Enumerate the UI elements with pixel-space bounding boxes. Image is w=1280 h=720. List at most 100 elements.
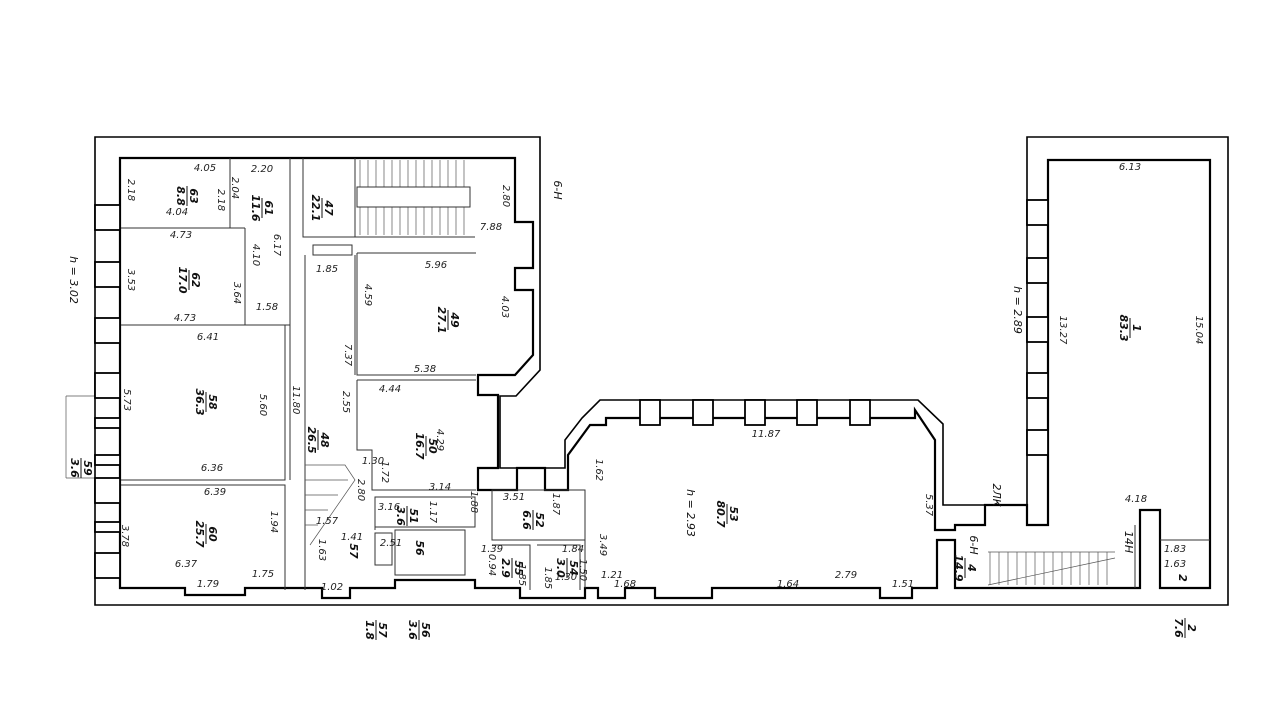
dimension-label: 1.79: [197, 579, 219, 590]
window: [94, 552, 121, 579]
dimension-label: 1.63: [1164, 559, 1186, 570]
window: [94, 317, 121, 344]
dimension-label: 5.37: [923, 494, 934, 517]
window: [639, 399, 661, 426]
annotation-label: 6-H: [551, 180, 564, 199]
annotation-label: 6-H: [967, 535, 980, 554]
outer-wall-outline: [94, 136, 1229, 606]
room-area: 14.9: [952, 554, 965, 581]
room-area: 1.8: [363, 620, 376, 640]
room-number: 2: [1185, 624, 1198, 632]
dimension-label: 3.51: [503, 492, 525, 503]
height-labels: h = 3.02h = 2.93h = 2.89: [67, 256, 1024, 537]
dimension-label: 3.78: [119, 525, 130, 547]
room-label: 513.6: [394, 506, 420, 526]
stair-well: [356, 186, 471, 208]
room-area: 8.8: [174, 186, 187, 206]
dimension-label: 1.68: [614, 579, 636, 590]
room-area: 17.0: [176, 266, 189, 293]
dimension-label: 5.60: [257, 394, 268, 416]
room-area: 80.7: [714, 500, 727, 527]
dimension-label: 1.85: [516, 564, 527, 586]
room-number: 57: [347, 543, 360, 559]
room-label: 183.3: [1117, 314, 1143, 341]
room-area: 26.5: [305, 426, 318, 453]
room-number: 57: [376, 622, 389, 638]
room-label: 57: [347, 543, 360, 559]
dimension-label: 5.38: [414, 364, 436, 375]
room-number: 59: [81, 460, 94, 476]
dimension-label: 6.17: [271, 234, 282, 257]
dimension-label: 1.94: [268, 511, 279, 533]
dimension-label: 1.64: [777, 579, 799, 590]
dimension-label: 1.39: [481, 544, 503, 555]
dimension-label: 4.73: [170, 230, 192, 241]
window: [1026, 257, 1049, 284]
dimension-label: 1.30: [555, 572, 577, 583]
window: [796, 399, 818, 426]
window: [744, 399, 766, 426]
dimension-label: 6.13: [1119, 162, 1141, 173]
window: [94, 204, 121, 231]
dimension-label: 1.84: [562, 544, 584, 555]
room-area: 25.7: [193, 520, 206, 547]
room-area: 2.9: [499, 558, 512, 578]
window: [1026, 199, 1049, 226]
room-number: 58: [206, 394, 219, 410]
room-number: 53: [727, 506, 740, 522]
dimension-label: 2.51: [380, 538, 402, 549]
dimension-label: 1.75: [252, 569, 274, 580]
dimension-label: 4.73: [174, 313, 196, 324]
room-label: 552.9: [499, 558, 525, 578]
dimension-label: 1.57: [316, 516, 339, 527]
room-number: 56: [413, 540, 426, 556]
room-number: 61: [262, 200, 275, 215]
window: [94, 521, 121, 533]
window: [94, 417, 121, 429]
room-number: 63: [187, 188, 200, 204]
dimension-label: 2.18: [215, 189, 226, 211]
room-area: 22.1: [309, 194, 322, 221]
room-label: 571.8: [363, 620, 389, 640]
dimension-label: 11.80: [290, 386, 301, 415]
dimension-label: 3.14: [429, 482, 451, 493]
room-label: 414.9: [952, 554, 978, 581]
dimension-label: 6.39: [204, 487, 226, 498]
dimension-label: 1.72: [379, 461, 390, 483]
window: [1026, 372, 1049, 399]
dimension-label: 1.30: [362, 456, 384, 467]
window: [94, 261, 121, 288]
stair-main: [356, 160, 471, 235]
room-number: 52: [533, 512, 546, 528]
ceiling-height: h = 2.89: [1011, 286, 1024, 334]
dimension-label: 3.49: [597, 534, 608, 556]
dimension-label: 13.27: [1057, 316, 1068, 345]
dimension-label: 2.04: [229, 177, 240, 199]
room-label: 543.0: [554, 558, 580, 578]
dimension-label: 7.37: [342, 344, 353, 367]
room-label: 27.6: [1172, 618, 1198, 638]
dimension-label: 4.59: [362, 284, 373, 306]
dimension-label: 4.29: [434, 429, 445, 451]
dimension-label: 6.37: [175, 559, 198, 570]
ceiling-height: h = 2.93: [684, 489, 697, 537]
room-label: 563.6: [406, 620, 432, 640]
dimension-label: 6.36: [201, 463, 223, 474]
room-label: 2: [1176, 574, 1189, 582]
dimension-label: 4.05: [194, 163, 216, 174]
dimension-label: 1.50: [577, 559, 588, 581]
room-area: 16.7: [413, 432, 426, 459]
dimension-label: 1.58: [256, 302, 278, 313]
dimension-label: 4.10: [250, 244, 261, 266]
room-number: 62: [189, 272, 202, 288]
dimension-label: 2.79: [835, 570, 857, 581]
dimension-label: 1.85: [542, 567, 553, 589]
room-label: 526.6: [520, 510, 546, 530]
room-number: 55: [512, 560, 525, 576]
dimension-label: 6.41: [197, 332, 219, 343]
dimension-label: 1.88: [468, 491, 479, 513]
